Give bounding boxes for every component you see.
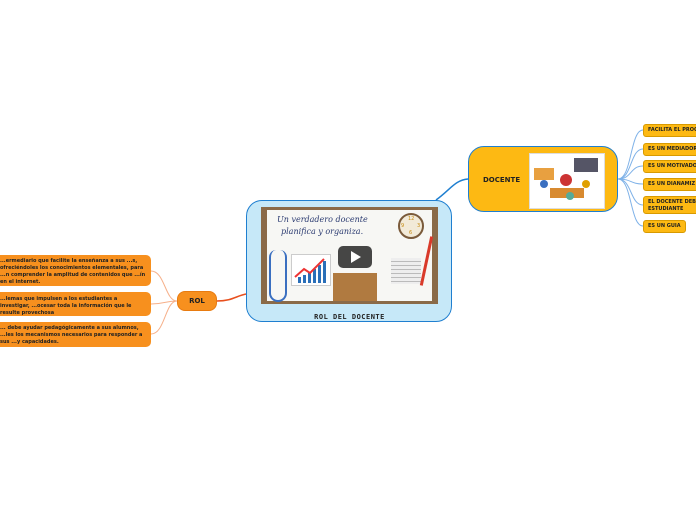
scissors-icon <box>269 250 287 302</box>
central-title: ROL DEL DOCENTE <box>314 313 385 321</box>
video-thumbnail[interactable]: Un verdadero docente planifica y organiza… <box>261 207 438 321</box>
desk-icon <box>333 273 377 301</box>
video-frame: Un verdadero docente planifica y organiza… <box>267 210 434 302</box>
rol-subtopic-2[interactable]: ...lemas que impulsen a los estudiantes … <box>0 292 151 316</box>
docente-subtopic-4[interactable]: ES UN DIANAMIZ <box>643 178 696 191</box>
docente-subtopic-5[interactable]: EL DOCENTE DEB ESTUDIANTE <box>643 196 696 214</box>
rol-subtopic-3[interactable]: ... debe ayudar pedagógicamente a sus al… <box>0 322 151 347</box>
chart-icon <box>291 254 331 286</box>
clock-12: 12 <box>408 216 415 222</box>
clock-6: 6 <box>409 230 413 236</box>
video-caption: Un verdadero docente planifica y organiza… <box>277 214 368 238</box>
play-button[interactable] <box>338 246 372 268</box>
pencil-icon <box>419 236 434 286</box>
video-caption-line2: planifica y organiza. <box>281 227 364 236</box>
central-topic-rol-del-docente[interactable]: Un verdadero docente planifica y organiza… <box>246 200 452 322</box>
paper-stack-icon <box>391 258 421 284</box>
classroom-image <box>529 153 605 209</box>
rol-subtopic-1[interactable]: ...ermediario que facilite la enseñanza … <box>0 255 151 286</box>
docente-subtopic-6[interactable]: ES UN GUIA <box>643 220 686 233</box>
docente-subtopic-1[interactable]: FACILITA EL PROC <box>643 124 696 137</box>
video-caption-line1: Un verdadero docente <box>277 215 368 224</box>
docente-subtopic-3[interactable]: ES UN MOTIVADO <box>643 160 696 173</box>
docente-label: DOCENTE <box>483 176 521 184</box>
docente-subtopic-2[interactable]: ES UN MEDIADOR <box>643 143 696 156</box>
clock-3: 3 <box>417 223 421 229</box>
clock-9: 9 <box>401 223 405 229</box>
topic-rol[interactable]: ROL <box>177 291 217 311</box>
topic-docente[interactable]: DOCENTE <box>468 146 618 212</box>
